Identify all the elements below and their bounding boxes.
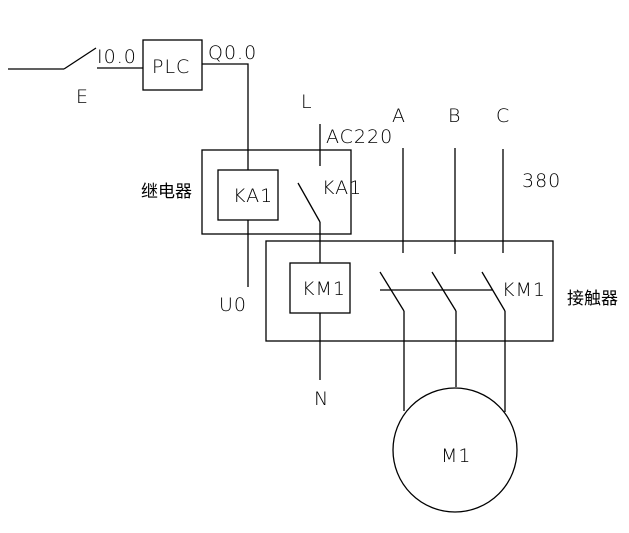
motor-label: M1	[441, 445, 471, 467]
contactor-contact-label: KM1	[502, 279, 546, 301]
relay-coil-label: KA1	[233, 185, 273, 207]
input-address-label: I0.0	[97, 46, 137, 68]
contactor-enclosure	[265, 240, 554, 342]
contactor-caption: 接触器	[567, 289, 618, 309]
main-contact-b	[431, 271, 457, 312]
motor-m1-symbol	[392, 387, 518, 513]
control-voltage-label: AC220	[326, 126, 393, 148]
relay-contact-label: KA1	[322, 177, 362, 199]
contactor-coil-label: KM1	[302, 278, 346, 300]
plc-output-address-label: Q0.0	[208, 42, 257, 64]
plc-box	[142, 39, 203, 91]
phase-c-label: C	[496, 105, 510, 127]
plc-output-wire	[202, 63, 249, 170]
relay-caption: 继电器	[141, 182, 192, 202]
switch-e-label: E	[76, 86, 89, 108]
phase-a-label: A	[392, 105, 406, 127]
line-l-label: L	[301, 91, 313, 113]
main-contact-a	[379, 271, 405, 312]
main-contact-c	[481, 271, 506, 312]
neutral-label: N	[314, 388, 329, 410]
relay-contact-ka1	[297, 182, 321, 223]
switch-e-contact	[63, 47, 97, 70]
relay-enclosure	[201, 149, 352, 235]
plc-label: PLC	[152, 56, 190, 78]
main-voltage-label: 380	[522, 170, 561, 192]
phase-b-label: B	[448, 105, 461, 127]
relay-common-label: U0	[219, 294, 247, 316]
